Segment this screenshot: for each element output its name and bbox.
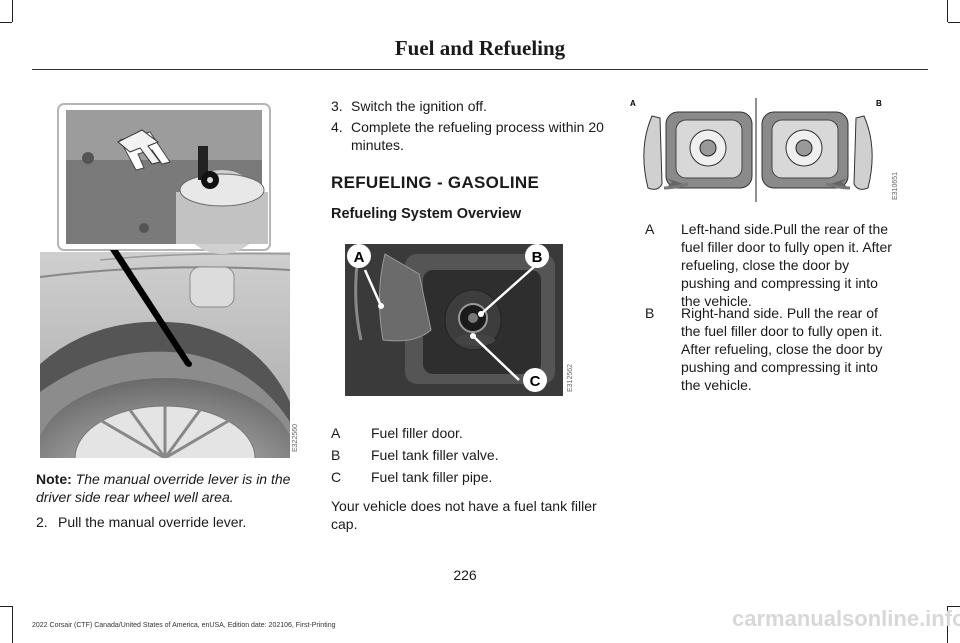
step-text: Complete the refueling process within 20…	[351, 119, 604, 153]
page-number: 226	[453, 567, 477, 583]
step-3: 3. Switch the ignition off.	[331, 97, 607, 115]
step-2: 2. Pull the manual override lever.	[36, 513, 296, 531]
legend-key: B	[331, 447, 341, 463]
legend-text: Fuel filler door.	[371, 425, 463, 441]
override-lever-figure: E322560	[40, 102, 299, 458]
footer-edition: 2022 Corsair (CTF) Canada/United States …	[32, 622, 336, 629]
subsection-heading: Refueling System Overview	[331, 206, 522, 222]
figure-label-a: A	[630, 99, 636, 108]
note-text: The manual override lever is in the driv…	[36, 471, 291, 505]
figure-id: E322560	[292, 423, 299, 452]
figure-label-b: B	[876, 99, 882, 108]
section-heading: REFUELING - GASOLINE	[331, 173, 540, 192]
note-paragraph: Note: The manual override lever is in th…	[36, 470, 294, 506]
watermark: carmanualsonline.info	[732, 606, 960, 631]
figure-id: E310651	[892, 171, 899, 200]
legend-key: C	[331, 469, 342, 485]
step-number: 3.	[331, 98, 343, 114]
step-text: Pull the manual override lever.	[58, 514, 247, 530]
legend-key: B	[645, 305, 655, 321]
legend-key: A	[331, 425, 341, 441]
step-number: 4.	[331, 119, 343, 135]
note-label: Note:	[36, 471, 72, 487]
figure-id: E312562	[567, 363, 574, 392]
legend-row: A Fuel filler door.	[331, 424, 607, 442]
refueling-system-figure: A B C E312562	[345, 244, 574, 396]
figure-label-c: C	[530, 373, 541, 390]
legend-text: Fuel tank filler valve.	[371, 447, 499, 463]
legend-row: B Fuel tank filler valve.	[331, 446, 607, 464]
crop-mark-bl-h	[0, 606, 12, 607]
legend-row: A Left-hand side.Pull the rear of the fu…	[645, 220, 893, 310]
header-rule	[32, 69, 928, 70]
crop-mark-br-v	[947, 606, 948, 643]
step-text: Switch the ignition off.	[351, 98, 487, 114]
fuel-filler-door-figure: A B E310651	[626, 96, 899, 204]
crop-mark-br-h	[948, 606, 960, 607]
page-title: Fuel and Refueling	[394, 36, 566, 60]
crop-mark-tl-h	[0, 22, 12, 23]
legend-text: Left-hand side.Pull the rear of the fuel…	[681, 221, 892, 309]
legend-text: Fuel tank filler pipe.	[371, 469, 493, 485]
figure-label-b: B	[532, 249, 543, 266]
step-number: 2.	[36, 514, 48, 530]
legend-row: C Fuel tank filler pipe.	[331, 468, 607, 486]
figure-label-a: A	[354, 249, 365, 266]
crop-mark-tr-h	[948, 22, 960, 23]
legend-key: A	[645, 221, 655, 237]
legend-row: B Right-hand side. Pull the rear of the …	[645, 304, 893, 394]
legend-text: Right-hand side. Pull the rear of the fu…	[681, 305, 883, 393]
step-4: 4. Complete the refueling process within…	[331, 118, 607, 154]
no-filler-cap-note: Your vehicle does not have a fuel tank f…	[331, 498, 597, 532]
crop-mark-tl-v	[12, 0, 13, 22]
crop-mark-bl-v	[12, 606, 13, 643]
crop-mark-tr-v	[947, 0, 948, 22]
